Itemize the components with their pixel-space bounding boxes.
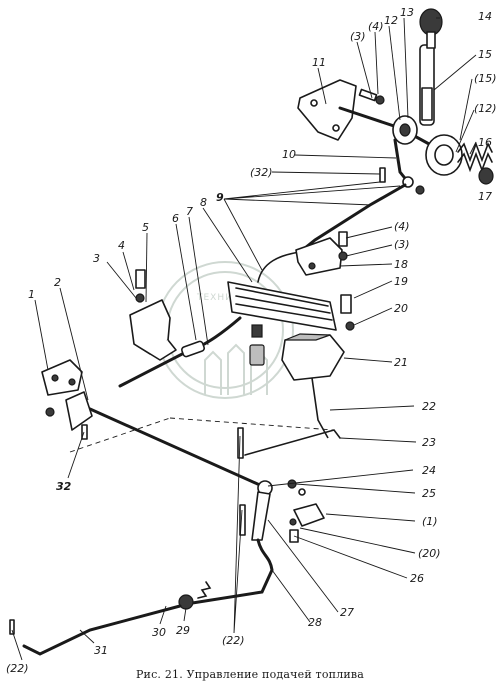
callout-6: 6 (172, 212, 179, 225)
leader-lines (11, 17, 477, 661)
callout-15: 15 (478, 48, 492, 61)
bracket-11 (297, 79, 357, 141)
callout-24: 24 (422, 464, 436, 477)
callout-p32: (32) (250, 166, 273, 179)
callout-31: 31 (94, 644, 108, 657)
callout-p20: (20) (418, 547, 441, 560)
callout-9: 9 (216, 191, 224, 204)
callout-p22b: (22) (6, 662, 29, 675)
callout-22: 22 (422, 400, 436, 413)
callout-18: 18 (394, 258, 408, 271)
callout-p3: (3) (350, 30, 366, 43)
callout-12: 12 (384, 14, 398, 27)
callout-p3b: (3) (394, 238, 410, 251)
bracket-1 (41, 359, 83, 396)
callout-23: 23 (422, 436, 436, 449)
callout-p12: (12) (474, 102, 497, 115)
callout-p15: (15) (474, 72, 497, 85)
callout-2: 2 (54, 276, 61, 289)
callout-10: 10 (282, 148, 296, 161)
callout-25: 25 (422, 487, 436, 500)
throttle-lever-assembly (297, 8, 494, 195)
callout-3: 3 (93, 252, 100, 265)
callout-p4b: (4) (394, 220, 410, 233)
figure-caption: Рис. 21. Управление подачей топлива (135, 668, 365, 681)
callout-8: 8 (200, 196, 207, 209)
callout-4: 4 (118, 239, 125, 252)
callout-30: 30 (152, 626, 166, 639)
callout-32: 32 (56, 480, 72, 493)
callout-1: 1 (28, 288, 35, 301)
callout-26: 26 (410, 572, 424, 585)
callout-p1: (1) (422, 515, 438, 528)
callout-p4: (4) (368, 20, 384, 33)
callout-21: 21 (394, 356, 408, 369)
callout-14: 14 (478, 10, 492, 23)
bracket-18 (295, 237, 343, 276)
callout-28: 28 (308, 616, 322, 629)
main-linkage (9, 359, 341, 656)
bracket-21 (281, 294, 355, 439)
callout-13: 13 (400, 6, 414, 19)
callout-17: 17 (478, 190, 492, 203)
callout-labels: 11 (3) (4) 12 13 14 15 (15) (12) 16 17 1… (6, 6, 497, 675)
bracket-5 (129, 269, 177, 361)
cable-assembly (118, 183, 407, 388)
watermark-text: ТЕХНИКА (196, 293, 247, 303)
callout-19: 19 (394, 275, 408, 288)
callout-16: 16 (478, 136, 492, 149)
callout-7: 7 (186, 205, 193, 218)
callout-20: 20 (394, 302, 408, 315)
callout-p22: (22) (222, 634, 245, 647)
callout-5: 5 (142, 221, 149, 234)
callout-27: 27 (340, 606, 354, 619)
callout-11: 11 (312, 56, 326, 69)
callout-29: 29 (176, 624, 190, 637)
